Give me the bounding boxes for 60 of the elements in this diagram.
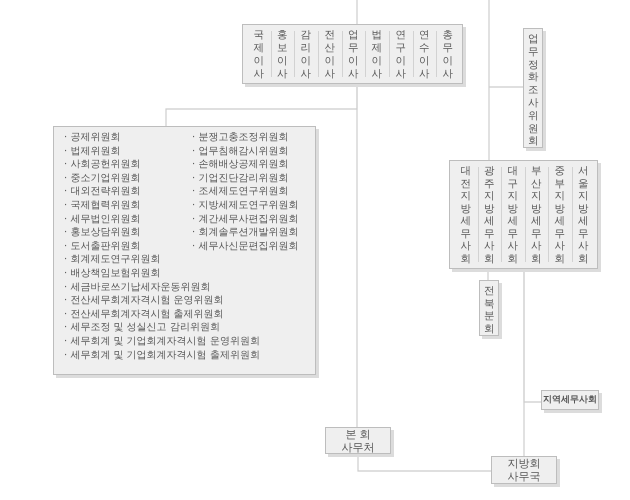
connector-line	[489, 86, 523, 88]
association-label: 서울지방세무사회	[578, 165, 589, 265]
committee-item: · 사회공헌위원회	[64, 159, 140, 172]
committee-item: · 지방세제도연구위원회	[192, 200, 298, 212]
committee-item: · 회계솔루션개발위원회	[192, 227, 298, 240]
committee-item: · 업무침해감시위원회	[192, 146, 288, 158]
committee-box	[523, 28, 543, 148]
association-label: 중부지방세무사회	[554, 165, 566, 265]
office-label: 지역세무사회	[542, 394, 598, 407]
connector-line	[357, 454, 491, 472]
committee-item: · 국제협력위원회	[64, 200, 140, 212]
association-label: 광주지방세무사회	[484, 165, 495, 265]
association-label: 대전지방세무사회	[460, 165, 472, 265]
committee-item: · 도서출판위원회	[64, 240, 140, 253]
director-label: 전산이사	[324, 29, 336, 81]
association-label: 부산지방세무사회	[530, 165, 542, 265]
director-label: 연구이사	[395, 29, 406, 81]
committee-item: · 기업진단감리위원회	[192, 172, 288, 185]
office-label: 지방회 사무국	[506, 457, 542, 483]
secretariat-box	[491, 456, 557, 484]
connector-line	[523, 269, 541, 403]
director-label: 업무이사	[348, 29, 360, 81]
association-label: 대구지방세무사회	[507, 165, 518, 265]
connector-line	[356, 84, 358, 427]
committee-list-box	[53, 126, 316, 375]
office-label: 본 회 사무처	[340, 428, 376, 454]
committee-item: · 대외전략위원회	[64, 186, 140, 198]
director-label: 총무이사	[442, 29, 454, 81]
committee-item: · 세금바로쓰기납세자운동위원회	[64, 282, 210, 294]
head-office-box	[325, 427, 391, 454]
committee-label: 업무정화조사위원회	[528, 33, 540, 148]
committee-item: · 분쟁고충조정위원회	[192, 132, 288, 144]
committee-item: · 배상책임보험위원회	[64, 268, 160, 280]
committee-item: · 세무사신문편집위원회	[192, 240, 298, 253]
committee-item: · 홍보상담위원회	[64, 227, 140, 240]
branch-label: 전북분회	[484, 285, 496, 335]
director-label: 연수이사	[419, 29, 430, 81]
connector-line	[356, 0, 358, 24]
committee-item: · 세무조정 및 성실신고 감리위원회	[64, 322, 220, 334]
committee-item: · 계간세무사편집위원회	[192, 214, 298, 226]
committee-item: · 세무회계 및 기업회계자격시험 운영위원회	[64, 336, 260, 348]
director-box	[242, 24, 463, 84]
committee-item: · 전산세무회계자격시험 운영위원회	[64, 295, 224, 308]
committee-item: · 전산세무회계자격시험 출제위원회	[64, 308, 224, 321]
committee-item: · 법제위원회	[64, 146, 120, 158]
director-label: 국제이사	[253, 29, 264, 81]
director-label: 홍보이사	[277, 29, 288, 81]
committee-item: · 세무회계 및 기업회계자격시험 출제위원회	[64, 350, 260, 362]
connector-line	[488, 0, 490, 160]
director-label: 법제이사	[372, 29, 383, 81]
committee-item: · 중소기업위원회	[64, 172, 140, 185]
director-label: 감리이사	[300, 29, 312, 81]
committee-item: · 조세제도연구위원회	[192, 186, 288, 198]
regional-association-box	[449, 160, 598, 269]
regional-office-box	[541, 390, 599, 410]
branch-box	[479, 280, 499, 336]
committee-item: · 회계제도연구위원회	[64, 254, 160, 266]
committee-item: · 세무법인위원회	[64, 214, 140, 226]
committee-item: · 공제위원회	[64, 132, 120, 144]
committee-item: · 손해배상공제위원회	[192, 159, 288, 172]
